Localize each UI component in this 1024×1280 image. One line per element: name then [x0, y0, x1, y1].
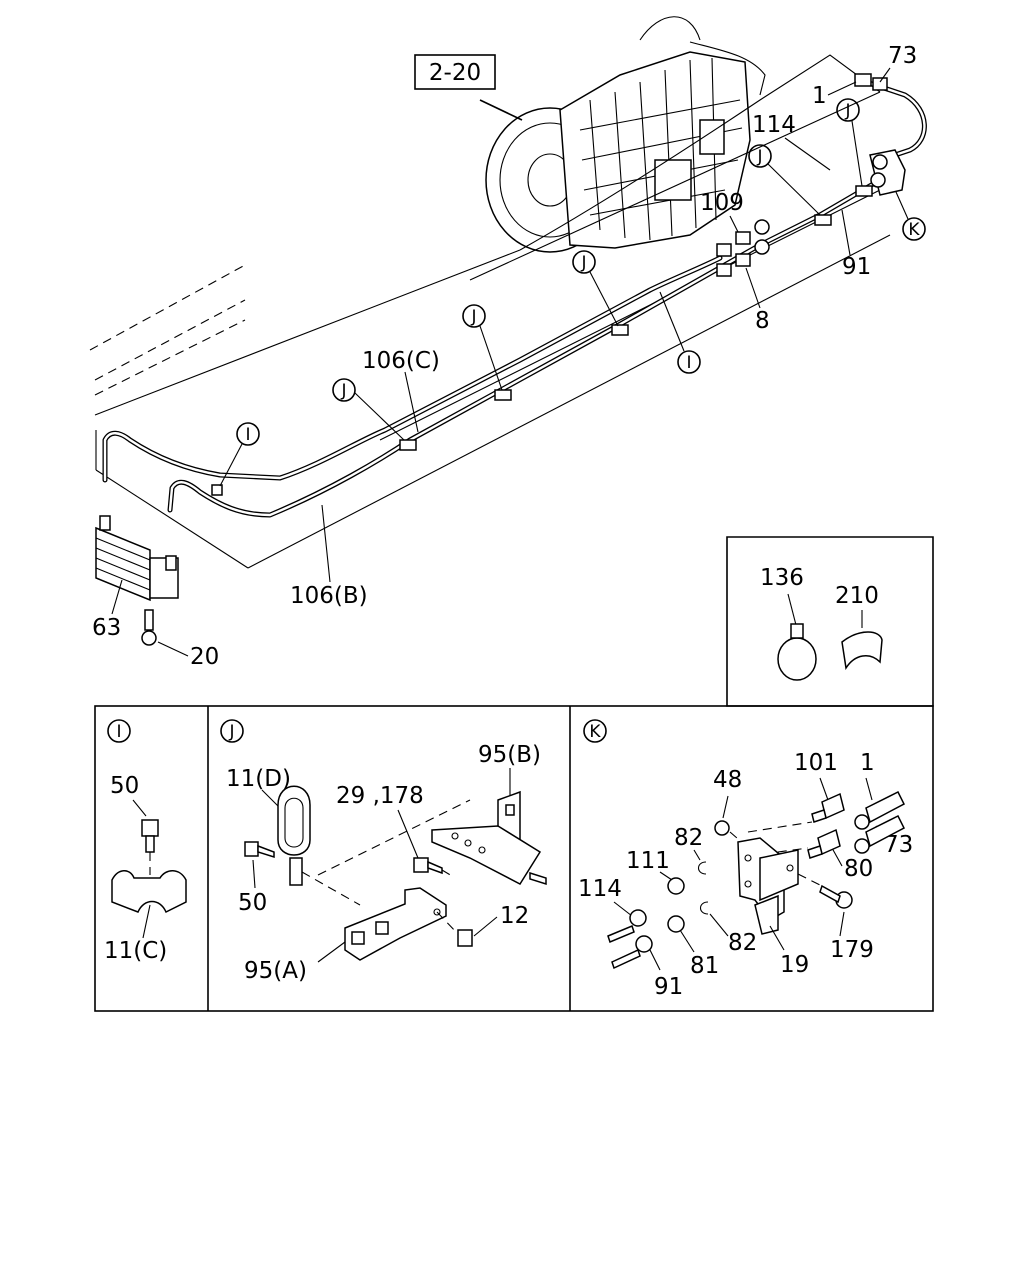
label-106b: 106(B) — [290, 583, 368, 609]
ref-box-label: 2-20 — [429, 60, 481, 86]
frame-rails — [89, 54, 891, 569]
label-63: 63 — [92, 615, 121, 641]
detail-k-label-114: 114 — [578, 876, 622, 902]
label-8: 8 — [755, 308, 770, 334]
detail-j-label-29-178: 29 ,178 — [336, 783, 424, 809]
detail-k-label-82a: 82 — [674, 825, 703, 851]
label-114: 114 — [752, 112, 796, 138]
svg-text:J: J — [470, 307, 476, 327]
label-109: 109 — [700, 190, 744, 216]
detail-k-label-19: 19 — [780, 952, 809, 978]
detail-k-label-81: 81 — [690, 953, 719, 979]
label-1: 1 — [812, 83, 827, 109]
callout-j-2: J — [462, 304, 503, 391]
detail-j-label-11d: 11(D) — [226, 766, 291, 792]
transmission-assembly — [479, 16, 766, 253]
clip-box: 136 210 — [726, 536, 934, 707]
detail-k-label-179: 179 — [830, 937, 874, 963]
detail-k-label-80: 80 — [844, 856, 873, 882]
svg-text:I: I — [245, 425, 250, 445]
svg-text:J: J — [340, 381, 346, 401]
label-73: 73 — [888, 43, 917, 69]
svg-text:J: J — [580, 253, 586, 273]
detail-i-panel: I 50 11(C) — [104, 719, 187, 964]
fittings-109-8 — [716, 219, 770, 277]
label-20: 20 — [190, 644, 219, 670]
ref-box: 2-20 — [414, 54, 496, 90]
label-136: 136 — [760, 565, 804, 591]
label-106c: 106(C) — [362, 348, 440, 374]
detail-i-label-11c: 11(C) — [104, 938, 167, 964]
bracket-k-assembly — [869, 149, 906, 196]
svg-text:I: I — [686, 353, 691, 373]
detail-j-label-50: 50 — [238, 890, 267, 916]
detail-k-label-82b: 82 — [728, 930, 757, 956]
detail-j-panel: J 11(D) 50 29 ,178 95(B) 12 95(A) — [220, 719, 547, 984]
detail-k-panel: K 48 101 1 82 111 80 73 — [578, 719, 913, 1000]
detail-j-label-95a: 95(A) — [244, 958, 307, 984]
detail-k-label-101: 101 — [794, 750, 838, 776]
label-210: 210 — [835, 583, 879, 609]
svg-text:J: J — [844, 101, 850, 121]
detail-k-label-48: 48 — [713, 767, 742, 793]
detail-j-label-95b: 95(B) — [478, 742, 541, 768]
oil-cooler — [95, 515, 179, 646]
detail-i-callout: I — [116, 722, 121, 742]
detail-k-label-91: 91 — [654, 974, 683, 1000]
detail-k-label-111: 111 — [626, 848, 670, 874]
label-91: 91 — [842, 254, 871, 280]
svg-text:J: J — [756, 147, 762, 167]
callout-j-1: J — [332, 378, 405, 441]
detail-panel-frame — [94, 705, 934, 1012]
callout-j-5: J — [836, 98, 863, 187]
detail-k-callout: K — [589, 722, 601, 742]
detail-j-label-12: 12 — [500, 903, 529, 929]
callout-j-4: J — [748, 144, 821, 216]
callout-k-main: K — [895, 191, 926, 241]
svg-text:K: K — [908, 220, 920, 240]
detail-j-callout: J — [228, 722, 234, 742]
detail-k-label-1: 1 — [860, 750, 875, 776]
callout-i-mid: I — [659, 291, 701, 374]
callout-i-top: I — [219, 422, 260, 487]
callout-j-3: J — [572, 250, 619, 327]
detail-i-label-50: 50 — [110, 773, 139, 799]
